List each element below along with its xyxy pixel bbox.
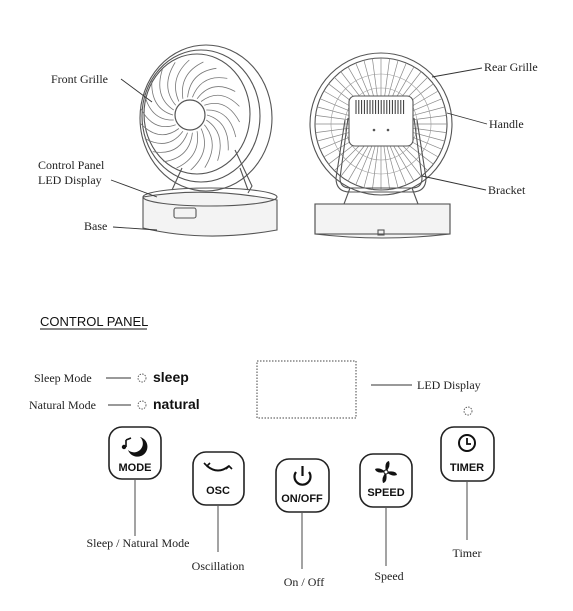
section-title: CONTROL PANEL	[40, 314, 148, 329]
timer-button[interactable]: TIMER	[440, 426, 495, 482]
oscillation-arrows-icon	[203, 462, 233, 472]
clock-icon	[458, 434, 476, 452]
mode-button-label: MODE	[119, 462, 152, 474]
led-display-box	[256, 360, 357, 419]
speed-button[interactable]: SPEED	[359, 453, 413, 508]
control-panel-label: Control Panel	[38, 158, 105, 172]
speed-caption: Speed	[374, 569, 403, 583]
natural-mode-label: Natural Mode	[29, 398, 96, 412]
led-display-label: LED Display	[417, 378, 481, 392]
sleep-mode-label: Sleep Mode	[34, 371, 92, 385]
mode-caption: Sleep / Natural Mode	[87, 536, 190, 550]
handle-label: Handle	[489, 117, 524, 131]
base-label: Base	[84, 219, 107, 233]
power-icon	[293, 466, 312, 486]
natural-indicator-light	[137, 400, 147, 410]
speed-button-label: SPEED	[367, 487, 404, 499]
onoff-button-label: ON/OFF	[281, 493, 323, 505]
fan-blades	[140, 59, 240, 171]
osc-button-label: OSC	[206, 485, 230, 497]
led-display-fan-label: LED Display	[38, 173, 102, 187]
timer-button-label: TIMER	[450, 462, 484, 474]
rear-fan-illustration	[309, 52, 453, 239]
sleep-indicator-light	[137, 373, 147, 383]
natural-indicator-text: natural	[153, 396, 200, 412]
osc-button[interactable]: OSC	[192, 451, 245, 506]
timer-indicator-light	[463, 406, 473, 416]
front-fan-illustration	[139, 44, 278, 237]
rear-grille-label: Rear Grille	[484, 60, 538, 74]
onoff-caption: On / Off	[284, 575, 324, 589]
rear-vents	[355, 100, 405, 114]
sleep-indicator-text: sleep	[153, 369, 189, 385]
front-grille-label: Front Grille	[51, 72, 108, 86]
onoff-button[interactable]: ON/OFF	[275, 458, 330, 513]
moon-note-icon	[121, 437, 148, 457]
fan-icon	[375, 461, 397, 483]
bracket-label: Bracket	[488, 183, 526, 197]
osc-caption: Oscillation	[192, 559, 245, 573]
mode-button[interactable]: MODE	[108, 426, 162, 480]
timer-caption: Timer	[453, 546, 482, 560]
